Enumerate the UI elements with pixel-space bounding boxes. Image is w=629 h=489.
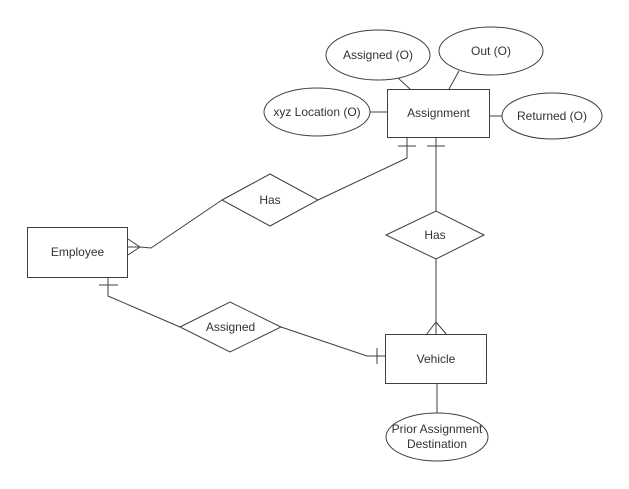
cardinality-marks xyxy=(99,145,448,364)
attribute-shapes xyxy=(263,26,603,462)
crowfoot-many-mark-employee-right xyxy=(127,238,141,256)
connector-assignment-assigned-attr[interactable] xyxy=(397,77,411,90)
connector-employee-assigned[interactable] xyxy=(107,278,181,328)
connectors xyxy=(107,70,502,413)
attribute-xyz-location-o[interactable] xyxy=(263,87,371,137)
crowfoot-many-mark-vehicle-top xyxy=(425,321,448,336)
connector-employee-has[interactable] xyxy=(139,199,223,249)
attribute-assigned-o[interactable] xyxy=(325,29,431,81)
entity-shapes xyxy=(27,89,490,384)
attribute-returned-o[interactable] xyxy=(501,92,603,140)
attribute-prior-assignment-destination[interactable] xyxy=(385,412,489,462)
attribute-out-o[interactable] xyxy=(438,26,544,76)
entity-employee[interactable] xyxy=(27,227,128,278)
relationship-has-employee-assignment[interactable] xyxy=(220,173,320,227)
connector-assigned-vehicle[interactable] xyxy=(280,326,385,357)
entity-assignment[interactable] xyxy=(387,89,490,138)
relationship-shapes xyxy=(178,173,486,353)
relationship-assigned-employee-vehicle[interactable] xyxy=(178,301,283,353)
entity-vehicle[interactable] xyxy=(385,334,487,384)
connector-assignment-out-attr[interactable] xyxy=(448,70,460,90)
relationship-has-assignment-vehicle[interactable] xyxy=(384,210,486,260)
connector-has-assignment[interactable] xyxy=(317,138,408,201)
